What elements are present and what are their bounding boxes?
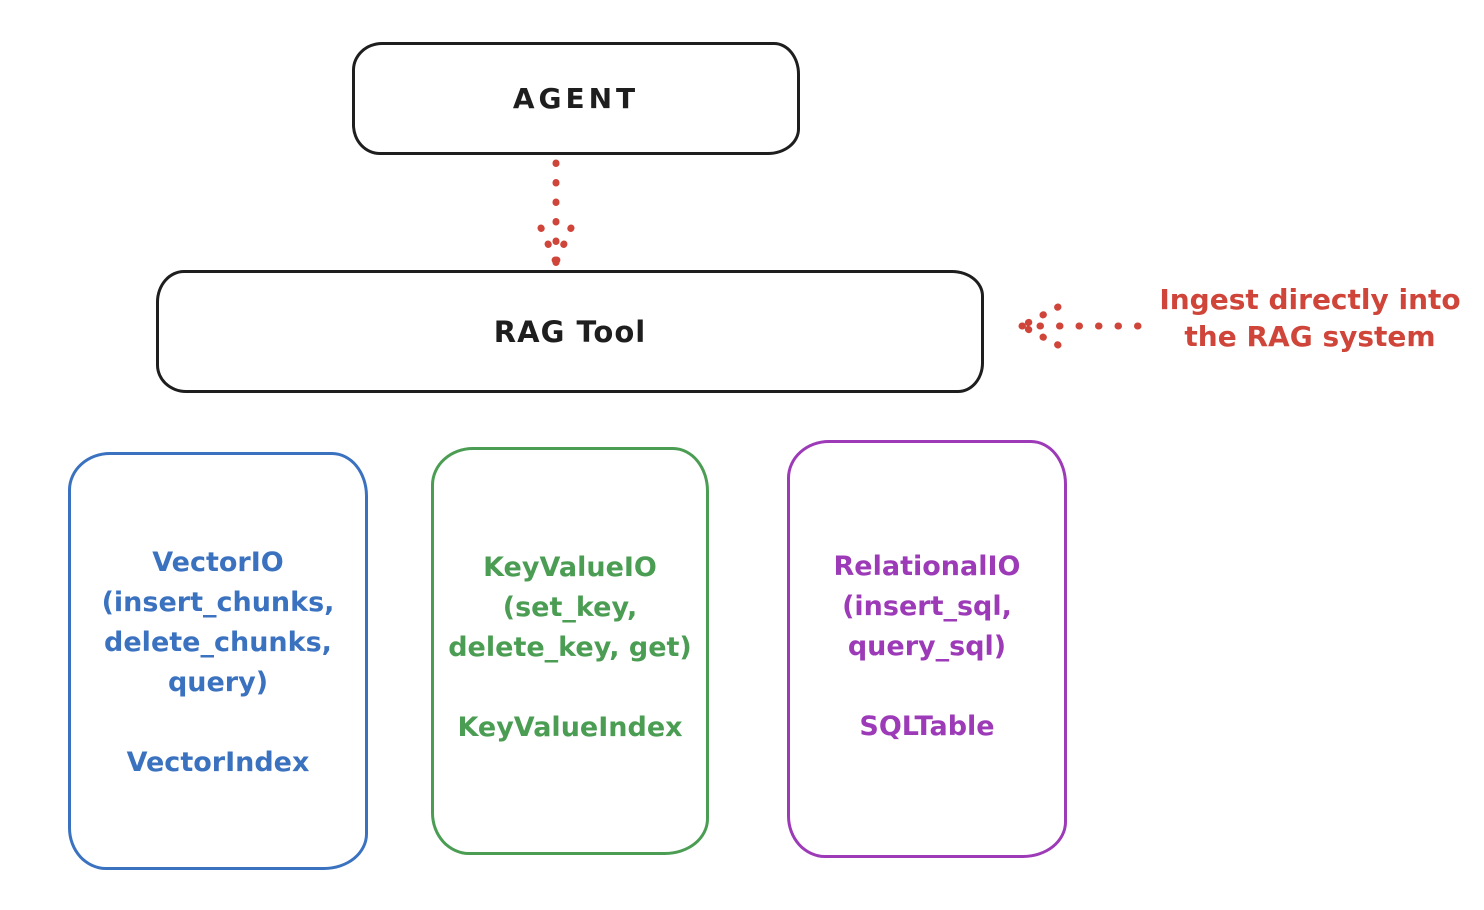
vector-io-methods: VectorIO (insert_chunks, delete_chunks, … [101, 547, 335, 698]
annotation-text: Ingest directly into the RAG system [1159, 283, 1461, 353]
agent-label: AGENT [512, 82, 640, 115]
vector-io-node: VectorIO (insert_chunks, delete_chunks, … [68, 452, 368, 870]
dotted-arrow-left-icon [1018, 303, 1142, 349]
key-value-io-node: KeyValueIO (set_key, delete_key, get) Ke… [431, 447, 709, 855]
relational-io-node: RelationalIO (insert_sql, query_sql) SQL… [787, 440, 1067, 858]
key-value-index-label: KeyValueIndex [457, 712, 683, 743]
rag-tool-label: RAG Tool [493, 314, 647, 349]
relational-io-methods: RelationalIO (insert_sql, query_sql) [833, 551, 1021, 662]
dotted-arrow-down-icon [537, 159, 575, 266]
key-value-io-methods: KeyValueIO (set_key, delete_key, get) [448, 552, 692, 663]
vector-index-label: VectorIndex [126, 747, 310, 778]
sql-table-label: SQLTable [859, 711, 995, 742]
agent-node: AGENT [352, 42, 800, 155]
rag-tool-node: RAG Tool [156, 270, 984, 393]
